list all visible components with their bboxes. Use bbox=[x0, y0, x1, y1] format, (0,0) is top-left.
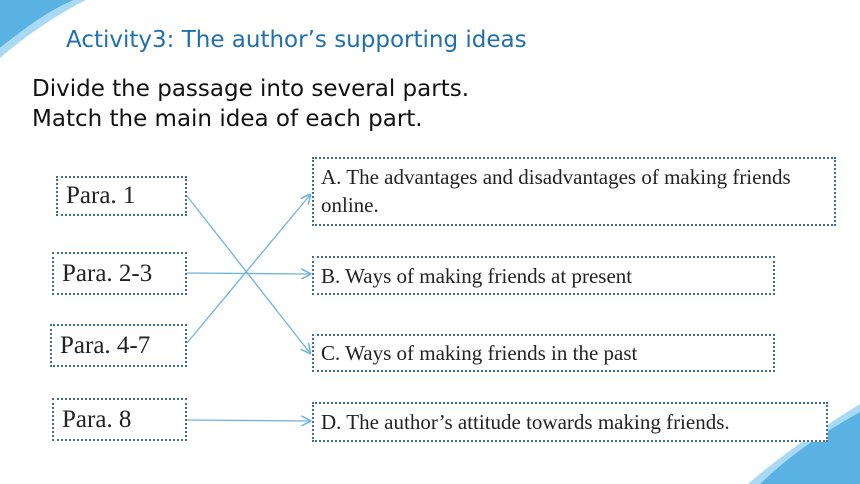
connector-para1-to-c bbox=[186, 195, 310, 353]
para-label: Para. 8 bbox=[62, 405, 132, 433]
option-text: B. Ways of making friends at present bbox=[321, 263, 633, 288]
para-label: Para. 1 bbox=[66, 182, 136, 209]
option-box-d[interactable]: D. The author’s attitude towards making … bbox=[312, 402, 828, 442]
instruction-line-1: Divide the passage into several parts. bbox=[32, 76, 470, 102]
top-left-decoration bbox=[0, 0, 86, 58]
option-text: D. The author’s attitude towards making … bbox=[321, 410, 730, 434]
para-label: Para. 2-3 bbox=[62, 259, 153, 287]
para-box-8[interactable]: Para. 8 bbox=[52, 398, 187, 441]
para-box-2-3[interactable]: Para. 2-3 bbox=[52, 252, 187, 295]
para-box-1[interactable]: Para. 1 bbox=[56, 176, 187, 216]
option-box-c[interactable]: C. Ways of making friends in the past bbox=[312, 334, 775, 372]
connector-para4-to-a bbox=[186, 195, 310, 344]
option-box-a[interactable]: A. The advantages and disadvantages of m… bbox=[312, 157, 836, 226]
instruction-line-2: Match the main idea of each part. bbox=[32, 106, 423, 132]
para-box-4-7[interactable]: Para. 4-7 bbox=[50, 324, 187, 367]
option-text: A. The advantages and disadvantages of m… bbox=[321, 165, 791, 217]
bottom-right-decoration bbox=[748, 404, 860, 484]
option-box-b[interactable]: B. Ways of making friends at present bbox=[312, 256, 775, 295]
page-title: Activity3: The author’s supporting ideas bbox=[66, 27, 527, 53]
connector-para8-to-d bbox=[186, 420, 310, 421]
connector-para2-to-b bbox=[186, 273, 310, 274]
option-text: C. Ways of making friends in the past bbox=[321, 341, 638, 365]
para-label: Para. 4-7 bbox=[60, 331, 151, 359]
